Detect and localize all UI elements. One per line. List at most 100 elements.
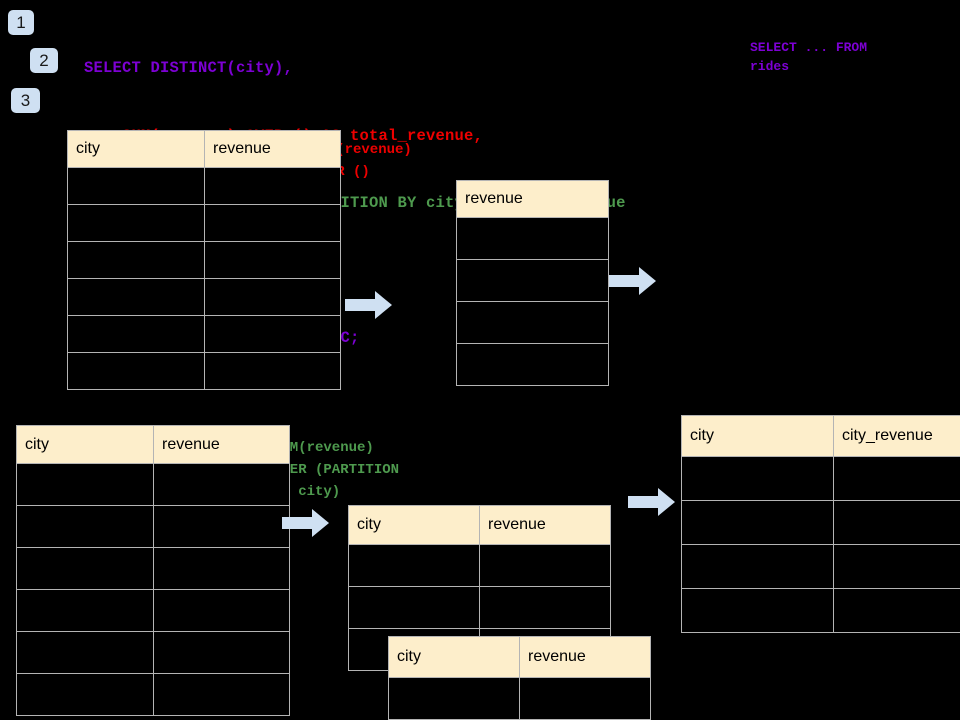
cell-revenue <box>153 505 290 548</box>
cell-city-revenue <box>833 500 960 545</box>
column-header-revenue: revenue <box>204 130 341 168</box>
cell-city <box>348 544 480 587</box>
table-body <box>16 463 290 716</box>
step-badge-3: 3 <box>11 88 40 113</box>
table-body <box>388 677 651 720</box>
step-badge-2: 2 <box>30 48 58 73</box>
column-header-city: city <box>681 415 834 457</box>
cell-revenue <box>456 343 609 386</box>
cell-revenue <box>153 589 290 632</box>
table-row <box>348 586 611 629</box>
column-header-city-revenue: city_revenue <box>833 415 960 457</box>
cell-revenue <box>479 544 611 587</box>
column-header-city: city <box>348 505 480 545</box>
cell-city <box>67 352 205 390</box>
table-body <box>67 167 341 390</box>
cell-city <box>681 500 834 545</box>
column-header-city: city <box>16 425 154 464</box>
cell-city-revenue <box>833 588 960 633</box>
table-row <box>16 505 290 548</box>
table-row <box>456 217 609 260</box>
table-header-row: city revenue <box>388 636 651 678</box>
column-header-revenue: revenue <box>456 180 609 218</box>
cell-revenue <box>153 631 290 674</box>
table-header-row: city revenue <box>67 130 341 168</box>
table-row <box>67 204 341 242</box>
column-header-revenue: revenue <box>153 425 290 464</box>
cell-city <box>67 278 205 316</box>
cell-city <box>681 544 834 589</box>
annotation-select-from-rides: SELECT ... FROM rides <box>750 40 868 74</box>
cell-revenue <box>456 259 609 302</box>
table-row <box>16 673 290 716</box>
table-rides-source: city revenue <box>67 130 341 390</box>
cell-city <box>681 588 834 633</box>
table-row <box>388 677 651 720</box>
table-row <box>67 241 341 279</box>
step-badge-3-label: 3 <box>20 91 31 110</box>
table-header-row: city city_revenue <box>681 415 960 457</box>
annotation-sum-over-partition: SUM(revenue) OVER (PARTITION BY city) <box>273 440 400 500</box>
cell-revenue <box>204 167 341 205</box>
arrow-right-icon-4 <box>628 488 675 516</box>
cell-revenue <box>204 204 341 242</box>
arrow-right-icon-1 <box>345 291 392 319</box>
table-row <box>681 588 960 633</box>
table-row <box>456 343 609 386</box>
cell-revenue <box>153 463 290 506</box>
table-header-row: city revenue <box>348 505 611 545</box>
cell-city <box>681 456 834 501</box>
arrow-right-icon-3 <box>282 509 329 537</box>
table-row <box>16 463 290 506</box>
column-header-city: city <box>67 130 205 168</box>
cell-city <box>388 677 520 720</box>
cell-revenue <box>204 278 341 316</box>
cell-city <box>67 167 205 205</box>
table-row <box>456 259 609 302</box>
table-body <box>456 217 609 386</box>
cell-city <box>16 673 154 716</box>
table-row <box>681 544 960 589</box>
cell-city <box>16 631 154 674</box>
table-header-row: revenue <box>456 180 609 218</box>
table-row <box>67 278 341 316</box>
cell-revenue <box>204 315 341 353</box>
cell-city <box>16 589 154 632</box>
table-result: city city_revenue <box>681 415 960 633</box>
cell-revenue <box>204 241 341 279</box>
cell-city <box>16 547 154 590</box>
cell-city <box>67 315 205 353</box>
column-header-revenue: revenue <box>479 505 611 545</box>
table-row <box>348 544 611 587</box>
cell-city <box>16 505 154 548</box>
sql-line-select: SELECT DISTINCT(city), <box>84 59 294 77</box>
cell-revenue <box>479 586 611 629</box>
table-row <box>16 631 290 674</box>
cell-revenue <box>456 217 609 260</box>
column-header-revenue: revenue <box>519 636 651 678</box>
step-badge-1: 1 <box>8 10 34 35</box>
cell-revenue <box>456 301 609 344</box>
step-badge-1-label: 1 <box>16 13 26 32</box>
column-header-city: city <box>388 636 520 678</box>
cell-revenue <box>153 673 290 716</box>
table-header-row: city revenue <box>16 425 290 464</box>
table-rides-source-2: city revenue <box>16 425 290 716</box>
table-row <box>16 589 290 632</box>
table-total-revenue: revenue <box>456 180 609 386</box>
cell-city-revenue <box>833 544 960 589</box>
cell-city <box>348 586 480 629</box>
table-row <box>681 456 960 501</box>
cell-city <box>67 241 205 279</box>
table-partition-b: city revenue <box>388 636 651 720</box>
table-row <box>456 301 609 344</box>
cell-revenue <box>519 677 651 720</box>
cell-city <box>67 204 205 242</box>
arrow-right-icon-2 <box>609 267 656 295</box>
table-row <box>67 167 341 205</box>
table-body <box>681 456 960 633</box>
cell-revenue <box>153 547 290 590</box>
cell-revenue <box>204 352 341 390</box>
cell-city-revenue <box>833 456 960 501</box>
